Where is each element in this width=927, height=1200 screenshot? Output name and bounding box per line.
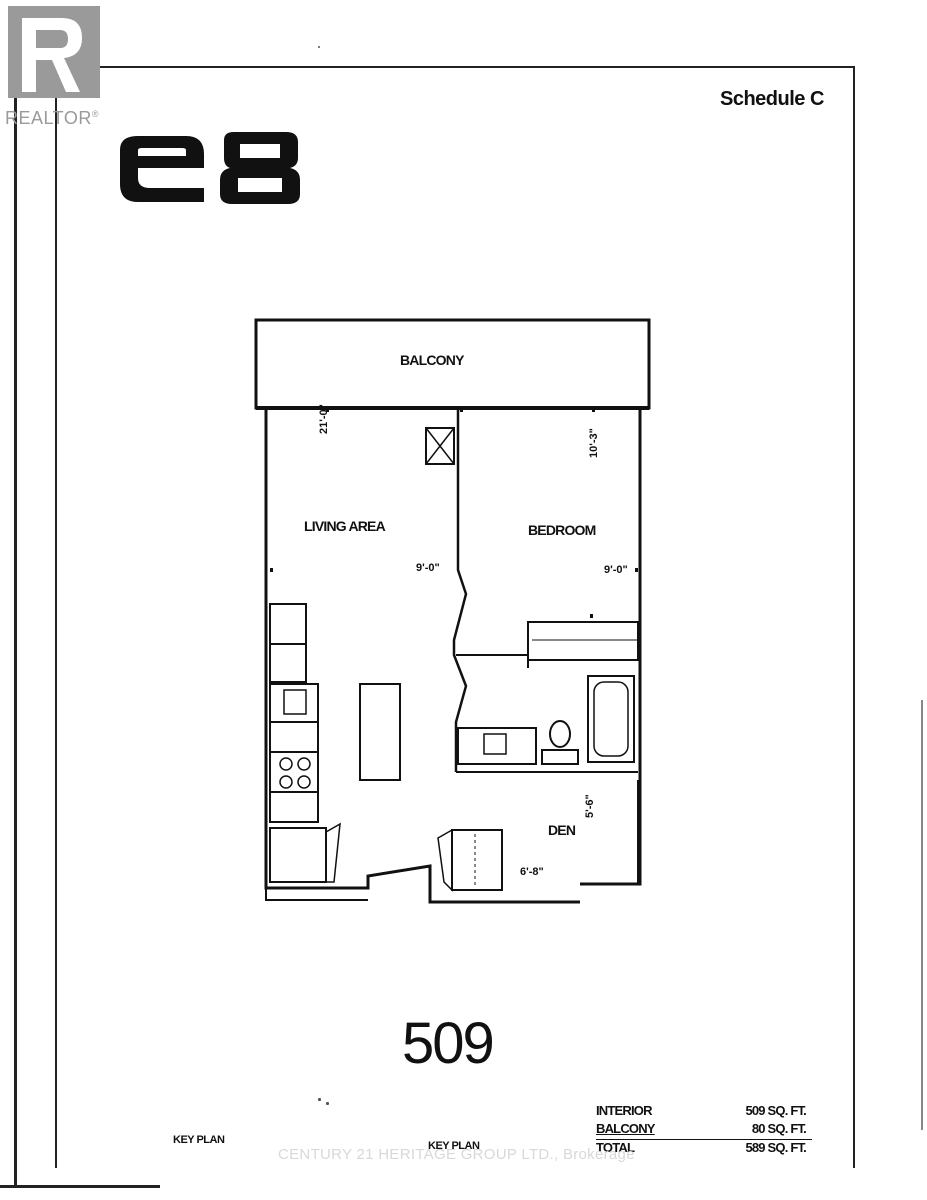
- den-width-dimension: 6'-8": [520, 866, 544, 878]
- vanity: [457, 727, 537, 765]
- living-height-dimension: 21'-0": [318, 404, 330, 434]
- registered-mark: ®: [91, 109, 99, 119]
- scan-speck: [326, 1102, 329, 1105]
- area-value: 509 SQ. FT.: [745, 1103, 806, 1118]
- brokerage-watermark: CENTURY 21 HERITAGE GROUP LTD., Brokerag…: [278, 1146, 635, 1163]
- fridge: [269, 603, 307, 645]
- scan-speck: [318, 1098, 321, 1101]
- key-plan-label: KEY PLAN: [428, 1140, 480, 1152]
- area-row-interior: INTERIOR 509 SQ. FT.: [596, 1103, 812, 1121]
- schedule-page-border: [55, 66, 855, 1168]
- realtor-wordmark: REALTOR®: [5, 108, 99, 129]
- area-name: TOTAL: [596, 1140, 635, 1155]
- left-margin-rule: [14, 20, 17, 1185]
- toilet: [549, 720, 571, 748]
- bedroom-width-dimension: 9'-0": [604, 564, 628, 576]
- schedule-label: Schedule C: [720, 88, 824, 110]
- area-name: BALCONY: [596, 1121, 655, 1136]
- bathtub: [587, 675, 635, 763]
- area-value: 589 SQ. FT.: [745, 1140, 806, 1155]
- unit-number: 509: [402, 1011, 495, 1076]
- scan-speck: [318, 46, 320, 48]
- den-closet: [451, 829, 503, 891]
- right-margin-rule: [921, 700, 923, 1130]
- den-height-dimension: 5'-6": [584, 794, 596, 818]
- realtor-r-icon: [8, 6, 100, 98]
- balcony-label: BALCONY: [400, 352, 464, 368]
- realtor-logo: REALTOR®: [5, 6, 100, 129]
- floor-plan-drawing: [254, 318, 651, 904]
- mechanical-shaft: [425, 427, 455, 465]
- floor-plan: BALCONY LIVING AREA BEDROOM DEN 21'-0" 9…: [240, 310, 660, 920]
- cooktop: [269, 751, 319, 793]
- area-summary-table: INTERIOR 509 SQ. FT. BALCONY 80 SQ. FT. …: [596, 1103, 812, 1158]
- bedroom-height-dimension: 10'-3": [588, 428, 600, 458]
- kitchen-island: [359, 683, 401, 781]
- laundry-closet: [269, 827, 327, 883]
- living-width-dimension: 9'-0": [416, 562, 440, 574]
- living-area-label: LIVING AREA: [304, 518, 386, 534]
- key-plan-label: KEY PLAN: [173, 1134, 225, 1146]
- den-label: DEN: [548, 822, 576, 838]
- area-row-balcony: BALCONY 80 SQ. FT.: [596, 1121, 812, 1139]
- bottom-margin-rule: [0, 1185, 160, 1188]
- area-value: 80 SQ. FT.: [751, 1121, 807, 1136]
- area-row-total: TOTAL 589 SQ. FT.: [596, 1139, 812, 1158]
- bedroom-label: BEDROOM: [528, 522, 596, 538]
- partition-wall: [452, 410, 468, 772]
- area-name: INTERIOR: [596, 1103, 653, 1118]
- brand-logo: [108, 128, 308, 208]
- realtor-text: REALTOR: [5, 108, 92, 128]
